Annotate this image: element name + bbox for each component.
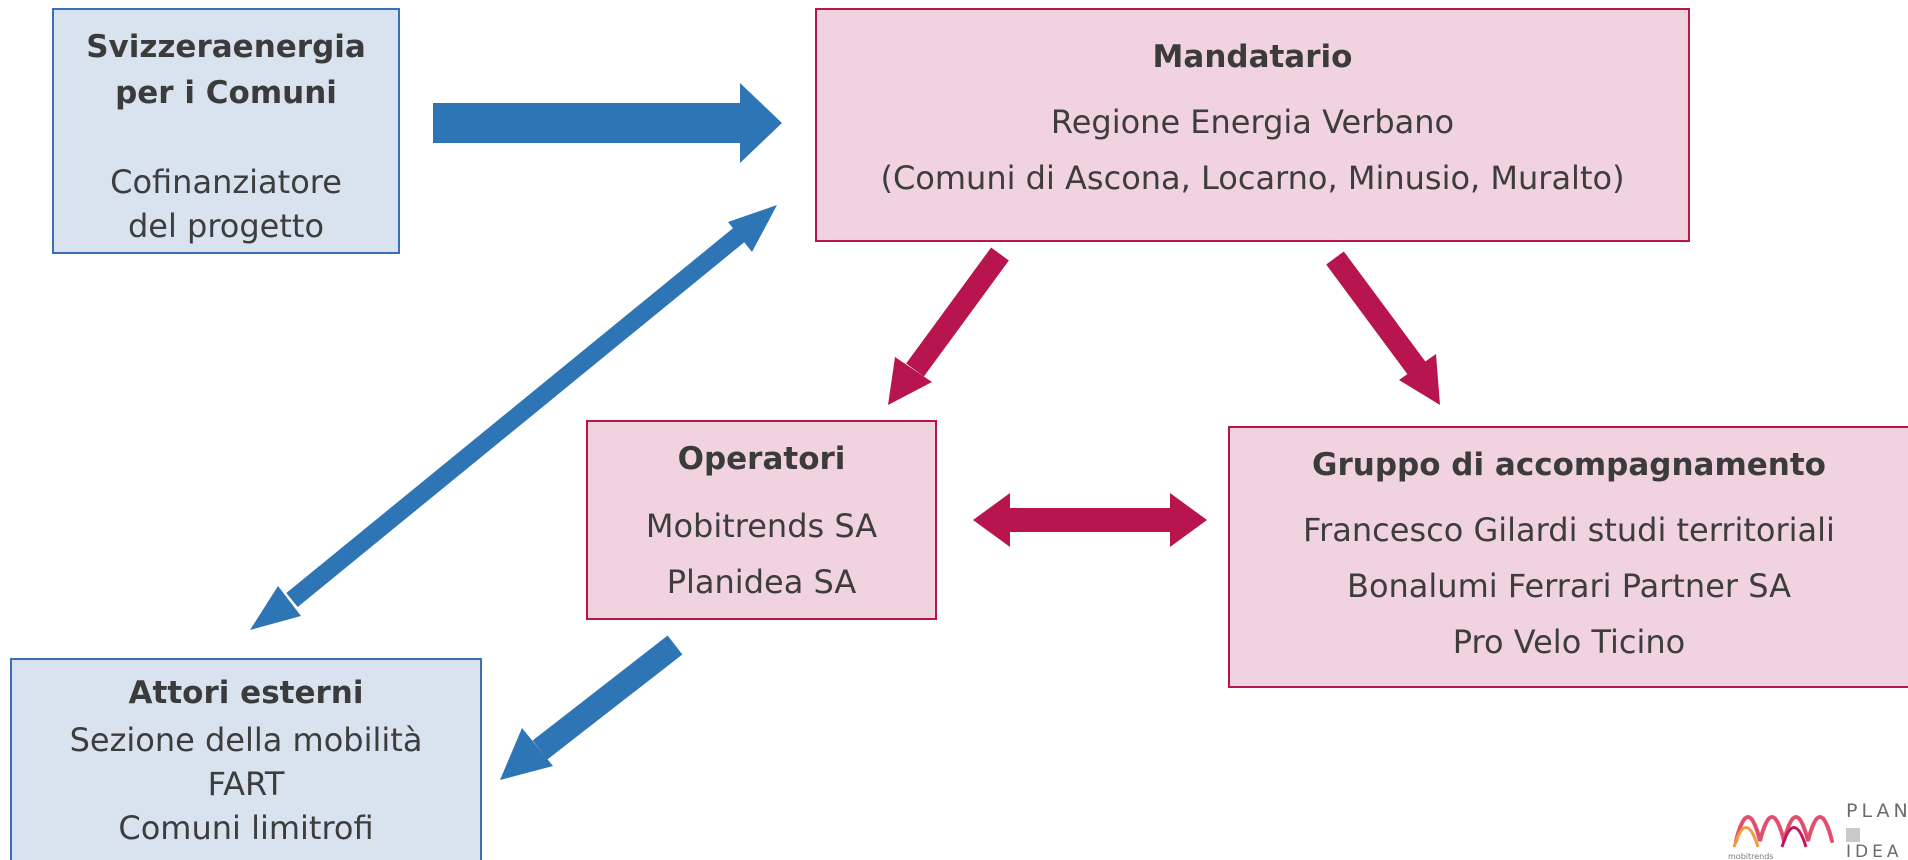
arrow-operatori-gruppo [973,493,1207,547]
operatori-line-1: Mobitrends SA [645,507,878,545]
planidea-logo-text-top: PLAN [1846,800,1908,822]
arrow-mandatario-attori [250,205,777,630]
svizzera-line-2: del progetto [127,207,325,245]
mobitrends-logo-caption: mobitrends [1728,852,1774,860]
operatori-line-2: Planidea SA [666,563,857,601]
planidea-logo-square [1846,828,1860,842]
planidea-logo-text-bottom: IDEA [1846,842,1903,860]
mandatario-title: Mandatario [1152,39,1353,75]
operatori-title: Operatori [677,441,846,477]
svizzera-title-2: per i Comuni [115,75,337,111]
attori-title: Attori esterni [128,675,364,711]
svizzera-title-1: Svizzeraenergia [86,29,366,65]
box-svizzeraenergia: Svizzeraenergia per i Comuni Cofinanziat… [52,8,400,254]
attori-line-1: Sezione della mobilità [69,721,423,759]
gruppo-line-2: Bonalumi Ferrari Partner SA [1346,567,1791,605]
gruppo-line-3: Pro Velo Ticino [1452,623,1686,661]
box-attori-esterni: Attori esterni Sezione della mobilità FA… [10,658,482,860]
attori-line-2: FART [207,765,285,803]
svizzera-line-1: Cofinanziatore [110,163,342,201]
arrow-svizzera-to-mandatario [433,83,782,163]
attori-line-3: Comuni limitrofi [118,809,374,847]
gruppo-line-1: Francesco Gilardi studi territoriali [1303,511,1835,549]
arrow-mandatario-to-gruppo [1326,251,1440,405]
arrow-operatori-to-attori [500,635,683,780]
box-operatori: Operatori Mobitrends SA Planidea SA [586,420,937,620]
box-mandatario: Mandatario Regione Energia Verbano (Comu… [815,8,1690,242]
mandatario-line-2: (Comuni di Ascona, Locarno, Minusio, Mur… [880,159,1625,197]
box-gruppo-accompagnamento: Gruppo di accompagnamento Francesco Gila… [1228,426,1908,688]
gruppo-title: Gruppo di accompagnamento [1312,447,1826,483]
arrow-mandatario-to-operatori [888,247,1009,405]
mobitrends-logo-icon [1732,815,1834,848]
mandatario-line-1: Regione Energia Verbano [1050,103,1455,141]
